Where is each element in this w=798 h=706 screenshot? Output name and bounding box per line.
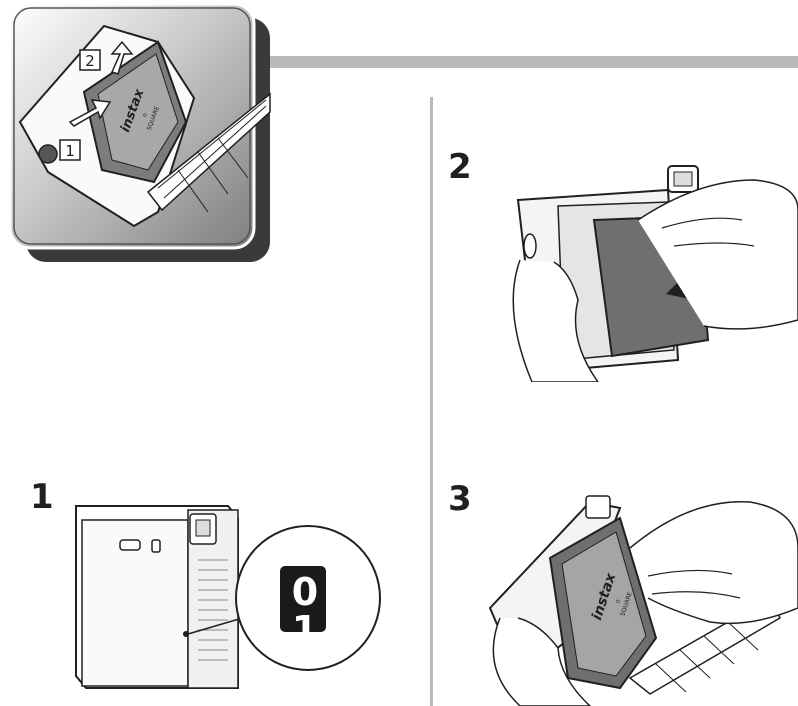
- step-2-illustration: [508, 150, 798, 382]
- callout-2-label: 2: [85, 52, 95, 70]
- header-pack-mark: o: [141, 112, 149, 118]
- step-3-number: 3: [448, 479, 472, 519]
- frame-counter-digit-top: 0: [291, 570, 319, 614]
- header-rule: [268, 56, 798, 68]
- step-2-number: 2: [448, 147, 472, 187]
- header-illustration: 2 1 instax o SQUARE: [8, 2, 273, 264]
- step-1-illustration: [68, 500, 384, 694]
- step-3-illustration: instax o SQUARE: [480, 488, 798, 706]
- callout-1-label: 1: [65, 142, 75, 160]
- frame-counter-digit-bottom: 1: [291, 608, 319, 636]
- frame-counter: 0 1: [282, 570, 328, 636]
- column-divider: [430, 97, 433, 706]
- step-1-number: 1: [30, 477, 54, 517]
- step-3-pack-mark: o: [614, 598, 622, 604]
